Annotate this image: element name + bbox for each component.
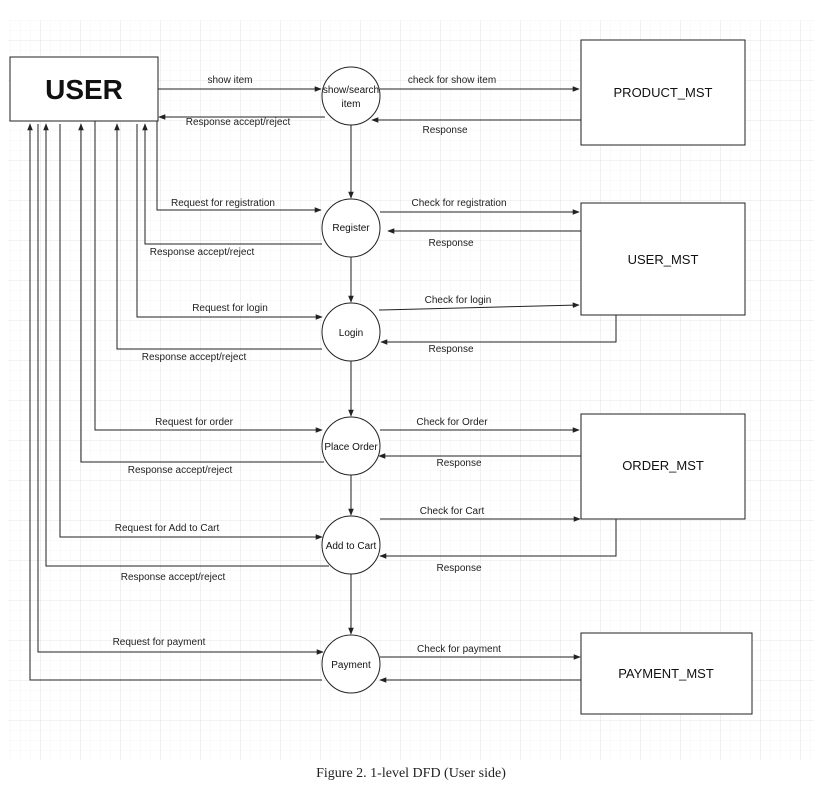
flow-check-login: Check for login [378,295,580,311]
process-register-label: Register [332,223,370,234]
flow-response-order-db-label: Response [436,458,481,469]
flow-response-product-label: Response [422,125,467,136]
process-show-search: show/search item [321,66,381,126]
flow-response-cart-label: Response accept/reject [121,572,226,583]
process-place-order-label: Place Order [324,442,378,453]
flow-check-order-label: Check for Order [416,417,488,428]
flow-response-login-db-label: Response [428,344,473,355]
process-payment-label: Payment [331,660,371,671]
flow-request-cart: Request for Add to Cart [59,124,323,540]
flow-check-show-item: check for show item [380,75,580,92]
flow-response-show: Response accept/reject [158,114,325,128]
flow-response-login-db: Response [380,315,617,355]
flow-check-payment: Check for payment [380,644,581,660]
user-mst-entity: USER_MST [580,202,746,316]
process-add-to-cart: Add to Cart [321,515,381,575]
flow-check-registration-label: Check for registration [411,198,506,209]
process-place-order: Place Order [321,416,381,476]
payment-mst-entity: PAYMENT_MST [580,632,753,715]
user-entity: USER [9,56,159,122]
user-entity-label: USER [45,74,123,105]
flow-check-cart: Check for Cart [380,506,581,522]
flow-response-login-label: Response accept/reject [142,352,247,363]
process-login: Login [321,302,381,362]
flow-show-item-label: show item [207,75,252,86]
flow-check-cart-label: Check for Cart [420,506,485,517]
flow-response-login: Response accept/reject [114,123,322,363]
flow-check-login-label: Check for login [425,295,492,306]
flow-request-cart-label: Request for Add to Cart [115,523,220,534]
order-mst-entity: ORDER_MST [580,413,746,520]
flow-show-item: show item [158,75,322,92]
flow-request-order: Request for order [94,121,323,433]
order-mst-label: ORDER_MST [622,458,704,473]
process-show-search-label-1: show/search [323,85,379,96]
flow-response-registration-label: Response accept/reject [150,247,255,258]
product-mst-label: PRODUCT_MST [614,85,713,100]
flow-request-order-label: Request for order [155,417,233,428]
flow-check-payment-label: Check for payment [417,644,501,655]
flow-check-registration: Check for registration [380,198,580,215]
flow-request-login: Request for login [136,124,323,320]
flow-request-login-label: Request for login [192,303,268,314]
flow-request-payment: Request for payment [37,124,324,655]
flow-response-cart-db: Response [379,519,617,574]
user-mst-label: USER_MST [628,252,699,267]
process-payment: Payment [321,634,381,694]
flow-response-order-db: Response [378,453,581,469]
figure-caption: Figure 2. 1-level DFD (User side) [316,766,506,781]
flow-request-payment-label: Request for payment [113,637,206,648]
flow-response-registration: Response accept/reject [142,123,322,258]
flow-response-product: Response [371,117,581,136]
flow-response-cart: Response accept/reject [43,123,329,583]
flow-response-order-label: Response accept/reject [128,465,233,476]
product-mst-entity: PRODUCT_MST [580,39,746,146]
flow-response-payment [27,123,322,681]
process-login-label: Login [339,328,363,339]
process-add-to-cart-label: Add to Cart [326,541,377,552]
process-register: Register [321,198,381,258]
flow-request-registration: Request for registration [156,121,322,213]
flow-request-registration-label: Request for registration [171,198,275,209]
flow-response-order: Response accept/reject [78,123,324,476]
flow-response-registration-db: Response [387,228,581,249]
flow-check-order: Check for Order [380,417,580,433]
flow-response-registration-db-label: Response [428,238,473,249]
flow-response-cart-db-label: Response [436,563,481,574]
flow-response-show-label: Response accept/reject [186,117,291,128]
process-show-search-label-2: item [342,99,361,110]
payment-mst-label: PAYMENT_MST [618,666,714,681]
flow-check-show-item-label: check for show item [408,75,496,86]
